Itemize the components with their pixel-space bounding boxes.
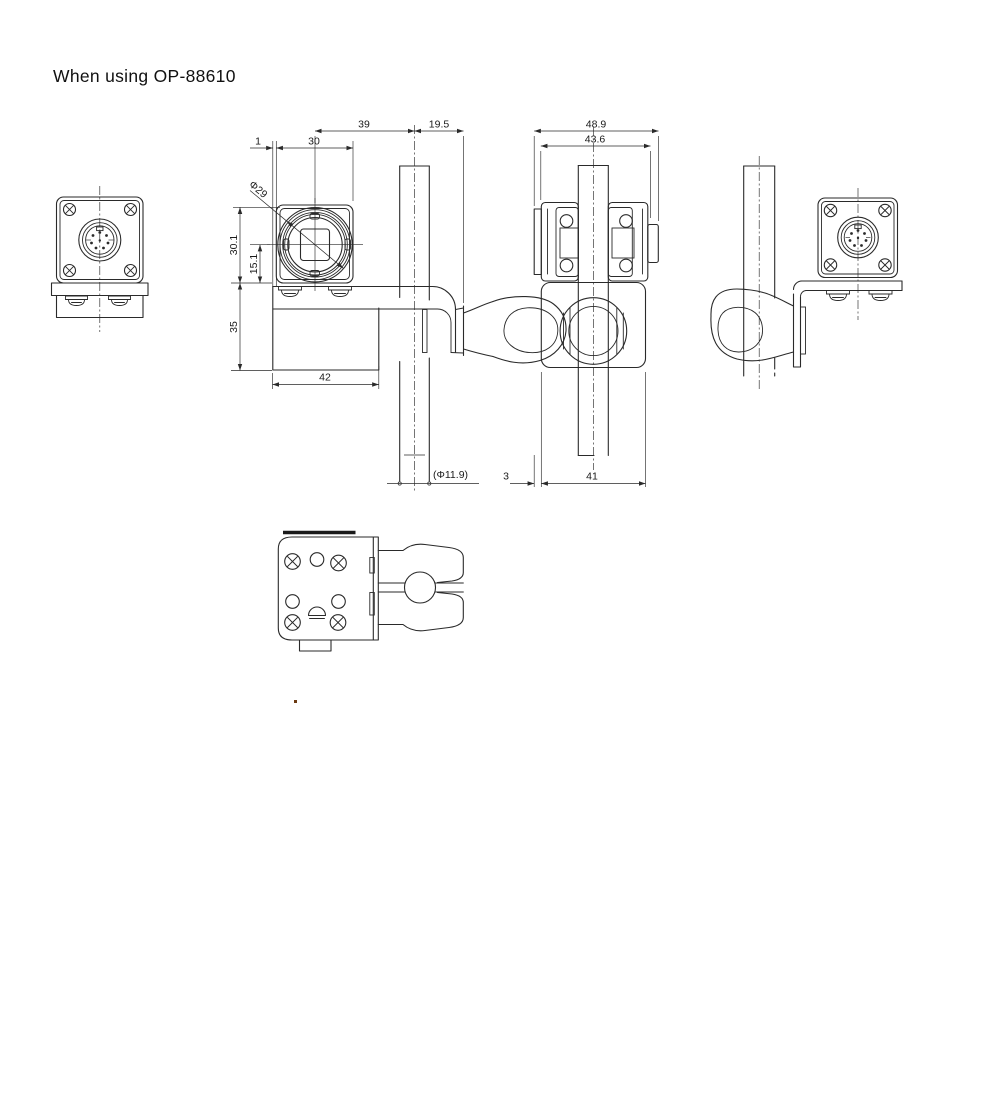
- bracket-screw: [328, 286, 352, 297]
- mounting-pole-side: [577, 164, 609, 457]
- dim-side-gap-3: 3: [503, 471, 509, 483]
- bracket-screw: [108, 295, 131, 306]
- dim-front-pole-dia: (Φ11.9): [433, 469, 468, 481]
- dim-side-depth-489: 48.9: [586, 119, 607, 131]
- pole-hole: [403, 571, 437, 604]
- dim-front-height-301: 30.1: [228, 235, 240, 256]
- side-view: 48.9 43.6 3 41: [503, 119, 659, 487]
- dim-front-body-30: 30: [308, 136, 320, 148]
- d-shaped-hole: [307, 606, 327, 617]
- clamp-knob-rear: [710, 288, 795, 362]
- corner-screws: [62, 202, 138, 278]
- dim-side-depth-436: 43.6: [585, 134, 606, 146]
- dim-front-bracket-w: 42: [319, 372, 331, 384]
- rear-view: [710, 156, 903, 389]
- connector-bump-side: [647, 223, 659, 264]
- bracket-plate-front: [272, 285, 380, 371]
- dim-front-gap-1: 1: [255, 136, 261, 148]
- camera-body-front: [275, 204, 354, 284]
- bottom-view: [277, 530, 464, 652]
- bracket-screw: [826, 290, 850, 301]
- stray-mark: [294, 700, 297, 703]
- page-title: When using OP-88610: [53, 66, 236, 86]
- bracket-screw: [868, 290, 893, 301]
- dim-front-lens-dia: Φ29: [246, 179, 269, 201]
- bracket-screw: [65, 295, 88, 306]
- lens-mount-ring: [277, 206, 353, 283]
- sensor-aperture: [299, 228, 331, 262]
- clamp-fork: [377, 543, 464, 632]
- connector-view: [50, 186, 149, 332]
- plate-screws: [284, 553, 347, 631]
- dim-side-clamp-41: 41: [586, 471, 598, 483]
- mounting-pole-front: [399, 165, 430, 482]
- dim-front-offset-195: 19.5: [429, 119, 450, 131]
- dim-front-bracket-h: 35: [228, 321, 240, 333]
- bracket-screw: [278, 286, 302, 297]
- clamp-knob-front: [492, 295, 567, 364]
- lens-face-side: [533, 208, 542, 276]
- camera-body-rear: [817, 197, 899, 279]
- corner-screws: [823, 203, 892, 272]
- dim-front-width-39: 39: [358, 119, 370, 131]
- bracket-plate-rear: [792, 293, 802, 368]
- bracket-plate-bottom: [277, 536, 379, 641]
- dim-front-center-151: 15.1: [248, 254, 260, 275]
- front-view: 39 19.5 1 30 Φ29 30.1 15.1 35 42 (Φ11.9): [228, 119, 567, 491]
